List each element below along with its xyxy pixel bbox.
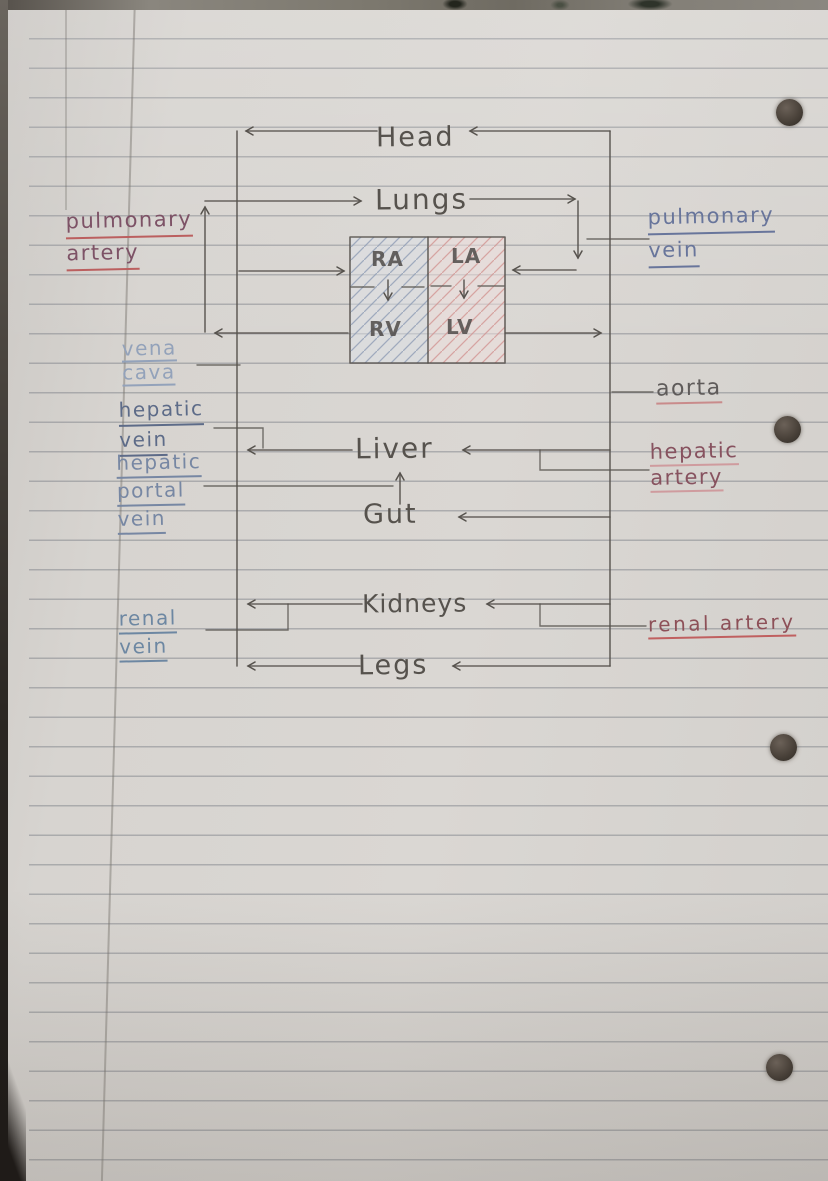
lungs-label: Lungs bbox=[374, 182, 469, 217]
hepatic-artery-label: hepatic artery bbox=[649, 438, 739, 493]
photo-corner-shadow bbox=[0, 1031, 26, 1181]
hepatic-artery-word-2: artery bbox=[650, 464, 724, 493]
atrium-ventricle-divider bbox=[350, 285, 505, 288]
photo-left-edge bbox=[0, 0, 8, 1181]
pulmonary-artery-word-2: artery bbox=[66, 237, 140, 272]
punch-hole-4 bbox=[766, 1054, 793, 1081]
hepatic-portal-vein-word-1: hepatic bbox=[116, 449, 202, 479]
left-atrium-label: LA bbox=[451, 244, 482, 268]
head-label: Head bbox=[375, 121, 455, 154]
hepatic-vein-label: hepatic vein bbox=[118, 395, 204, 457]
hepatic-portal-vein-word-3: vein bbox=[117, 505, 167, 535]
hepatic-artery-label-branch bbox=[539, 449, 650, 471]
gut-label: Gut bbox=[362, 498, 418, 531]
right-ventricle-label: RV bbox=[369, 317, 402, 341]
hepatic-artery-word-1: hepatic bbox=[649, 438, 739, 467]
heart-outline bbox=[349, 236, 506, 364]
punch-hole-1 bbox=[776, 99, 803, 126]
pulmonary-vein-word-1: pulmonary bbox=[647, 199, 775, 236]
punch-hole-2 bbox=[774, 416, 801, 443]
right-atrium-label: RA bbox=[371, 247, 404, 271]
pulmonary-artery-word-1: pulmonary bbox=[65, 204, 193, 240]
renal-vein-label: renal vein bbox=[118, 605, 178, 663]
pulmonary-artery-label: pulmonary artery bbox=[65, 204, 193, 272]
vena-cava-word-2: cava bbox=[121, 359, 176, 387]
heart-left-side-fill bbox=[428, 237, 505, 363]
aorta-word-1: aorta bbox=[655, 375, 722, 405]
left-ventricle-label: LV bbox=[446, 315, 474, 339]
renal-vein-label-branch bbox=[205, 603, 289, 631]
aorta-label: aorta bbox=[655, 375, 722, 405]
kidneys-label: Kidneys bbox=[361, 588, 468, 619]
pulmonary-vein-label: pulmonary vein bbox=[647, 199, 775, 269]
under-sheet-edge bbox=[65, 0, 67, 210]
legs-label: Legs bbox=[357, 649, 429, 682]
liver-label: Liver bbox=[354, 431, 434, 466]
vena-cava-label: vena cava bbox=[121, 335, 178, 387]
photo-top-edge bbox=[0, 0, 828, 10]
renal-artery-label: renal artery bbox=[647, 609, 796, 640]
punch-hole-3 bbox=[770, 734, 797, 761]
hepatic-vein-label-tick bbox=[213, 427, 264, 449]
renal-vein-word-1: renal bbox=[118, 605, 178, 635]
renal-vein-word-2: vein bbox=[119, 633, 168, 663]
ruled-lines bbox=[29, 9, 828, 1181]
renal-artery-label-branch bbox=[539, 603, 647, 627]
renal-artery-word-1: renal artery bbox=[647, 609, 796, 640]
hepatic-vein-word-1: hepatic bbox=[118, 395, 204, 427]
hepatic-portal-vein-label: hepatic portal vein bbox=[116, 449, 203, 535]
pulmonary-vein-word-2: vein bbox=[648, 234, 700, 269]
hepatic-portal-vein-word-2: portal bbox=[116, 477, 186, 507]
